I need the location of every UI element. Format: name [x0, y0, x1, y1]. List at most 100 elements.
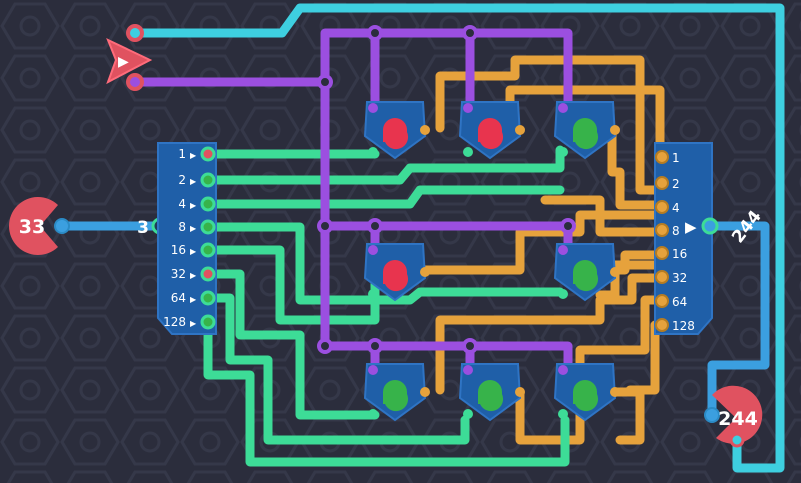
maker-bit-label: 4 [672, 201, 680, 215]
output-node-value: 244 [718, 408, 758, 430]
splitter-output-pin[interactable] [200, 290, 216, 306]
maker-input-pin[interactable] [655, 200, 669, 214]
maker-input-pin[interactable] [655, 246, 669, 260]
cyan-wire[interactable] [130, 3, 785, 473]
gate-input-pin[interactable] [558, 147, 568, 157]
splitter-output-pin[interactable] [200, 196, 216, 212]
maker-bit-label: 32 [672, 271, 687, 285]
gate-output-pin[interactable] [515, 125, 525, 135]
switch-pin-top[interactable] [126, 24, 144, 42]
input-node-pin[interactable] [54, 218, 70, 234]
maker-bit-label: 64 [672, 295, 687, 309]
splitter-bit-label: 1 [178, 147, 186, 161]
byte-maker-arrow-icon: ▶ [685, 218, 697, 236]
gate-input-pin[interactable] [558, 245, 568, 255]
splitter-arrow-icon: ▶ [190, 271, 197, 280]
gate-input-pin[interactable] [558, 289, 568, 299]
output-wire[interactable] [707, 221, 770, 420]
gate[interactable] [458, 363, 525, 422]
maker-bit-label: 1 [672, 151, 680, 165]
gate[interactable] [553, 101, 620, 160]
output-node-pin[interactable] [704, 407, 720, 423]
splitter-bit-label: 2 [178, 173, 186, 187]
gate-on-indicator [383, 118, 409, 150]
gate-output-pin[interactable] [420, 387, 430, 397]
input-node-value: 33 [19, 216, 45, 238]
switch-arrow-icon: ▶ [118, 54, 129, 70]
gate-input-pin[interactable] [463, 365, 473, 375]
gate-input-pin[interactable] [368, 365, 378, 375]
switch-pin-bottom[interactable] [126, 73, 144, 91]
output-node-cyan-pin[interactable] [729, 432, 745, 448]
maker-input-pin[interactable] [655, 294, 669, 308]
splitter-bit-label: 128 [163, 315, 186, 329]
maker-input-pin[interactable] [655, 176, 669, 190]
splitter-bit-label: 4 [178, 197, 186, 211]
gate-output-pin[interactable] [420, 125, 430, 135]
gate-off-indicator [573, 260, 599, 292]
green-wires[interactable] [203, 145, 570, 467]
switch-triangle[interactable] [106, 37, 153, 85]
byte-splitter[interactable]: 1▶2▶4▶8▶16▶32▶64▶128▶ [157, 142, 217, 335]
gate-input-pin[interactable] [368, 147, 378, 157]
gate-output-pin[interactable] [420, 267, 430, 277]
maker-input-pin[interactable] [655, 270, 669, 284]
splitter-output-pin[interactable] [200, 266, 216, 282]
gate-on-indicator [383, 260, 409, 292]
gate[interactable] [363, 101, 430, 160]
splitter-bit-label: 16 [171, 243, 186, 257]
gate-input-pin[interactable] [463, 147, 473, 157]
maker-input-pin[interactable] [655, 150, 669, 164]
gate-off-indicator [383, 380, 409, 412]
gate-output-pin[interactable] [610, 125, 620, 135]
input-bus-label: 3 [137, 218, 149, 238]
input-node[interactable]: 33 [9, 197, 70, 255]
maker-bit-label: 2 [672, 177, 680, 191]
gate[interactable] [553, 243, 620, 302]
gate-input-pin[interactable] [368, 409, 378, 419]
gate-output-pin[interactable] [610, 387, 620, 397]
gate[interactable] [363, 363, 430, 422]
splitter-arrow-icon: ▶ [190, 151, 197, 160]
maker-bit-label: 16 [672, 247, 687, 261]
splitter-output-pin[interactable] [200, 146, 216, 162]
gate-input-pin[interactable] [558, 103, 568, 113]
splitter-output-pin[interactable] [200, 314, 216, 330]
gate-input-pin[interactable] [558, 365, 568, 375]
gate[interactable] [553, 363, 620, 422]
gate-off-indicator [573, 118, 599, 150]
maker-bit-label: 8 [672, 224, 680, 238]
gate-input-pin[interactable] [368, 245, 378, 255]
gate-output-pin[interactable] [515, 387, 525, 397]
gate-off-indicator [573, 380, 599, 412]
gate-on-indicator [478, 118, 504, 150]
gate-input-pin[interactable] [463, 409, 473, 419]
gate[interactable] [458, 101, 525, 160]
maker-input-pin[interactable] [655, 318, 669, 332]
byte-maker-output-pin[interactable] [701, 217, 719, 235]
gate-off-indicator [478, 380, 504, 412]
gate-input-pin[interactable] [368, 103, 378, 113]
splitter-arrow-icon: ▶ [190, 319, 197, 328]
gate-output-pin[interactable] [610, 267, 620, 277]
splitter-arrow-icon: ▶ [190, 224, 197, 233]
gate-input-pin[interactable] [558, 409, 568, 419]
switch-component[interactable]: ▶ [106, 24, 153, 91]
gate[interactable] [363, 243, 430, 302]
splitter-arrow-icon: ▶ [190, 177, 197, 186]
splitter-output-pin[interactable] [200, 172, 216, 188]
output-node[interactable]: 244 [704, 385, 763, 448]
gate-input-pin[interactable] [368, 289, 378, 299]
maker-input-pin[interactable] [655, 223, 669, 237]
splitter-output-pin[interactable] [200, 242, 216, 258]
gate-input-pin[interactable] [463, 103, 473, 113]
splitter-arrow-icon: ▶ [190, 247, 197, 256]
splitter-arrow-icon: ▶ [190, 201, 197, 210]
splitter-bit-label: 32 [171, 267, 186, 281]
splitter-bit-label: 64 [171, 291, 186, 305]
splitter-bit-label: 8 [178, 220, 186, 234]
splitter-output-pin[interactable] [200, 219, 216, 235]
junction-dots [317, 25, 576, 354]
